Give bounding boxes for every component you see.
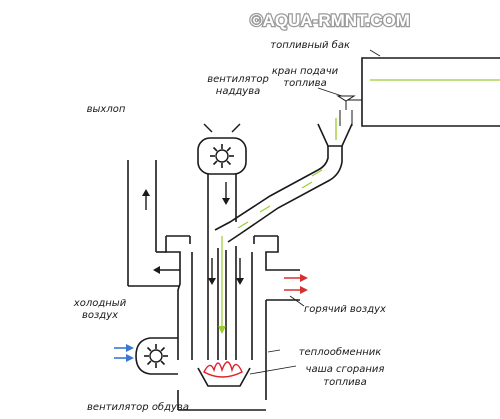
cold-air-label-line2: воздух <box>82 310 118 321</box>
heat-exchanger-label: теплообменник <box>299 346 382 358</box>
boost-fan-label-line1: вентилятор <box>207 74 269 85</box>
fan-icon <box>210 144 234 168</box>
flame-icon <box>203 361 243 378</box>
arrow-icon <box>126 344 134 352</box>
bowl-label-line2: топлива <box>323 377 366 388</box>
hot-air-arrows <box>284 274 308 294</box>
cold-air-arrows <box>114 344 134 362</box>
watermark: ©AQUA-RMNT.COM <box>250 11 410 30</box>
exhaust-label: выхлоп <box>87 104 126 115</box>
hot-air-label: горячий воздух <box>304 304 386 315</box>
leader-lines <box>249 49 381 375</box>
boost-fan <box>197 123 247 175</box>
fuel-tank <box>361 57 500 127</box>
blow-fan-label: вентилятор обдува <box>87 401 189 413</box>
blow-fan <box>135 337 178 375</box>
arrow-icon <box>300 274 308 282</box>
fan-icon <box>144 344 168 368</box>
exhaust-pipe <box>127 160 180 287</box>
fuel-valve-icon <box>336 95 362 126</box>
bowl-label-line1: чаша сгорания <box>306 364 385 375</box>
heat-exchanger <box>165 235 300 411</box>
air-tube <box>207 174 244 360</box>
cold-air-label-line1: холодный <box>73 298 127 309</box>
fuel-valve-label-line1: кран подачи <box>272 66 339 77</box>
combustion-bowl <box>197 361 251 387</box>
fuel-pipe <box>214 146 343 243</box>
boost-fan-label-line2: наддува <box>216 86 260 97</box>
fuel-tank-label: топливный бак <box>270 39 350 51</box>
fuel-valve-label-line2: топлива <box>283 78 326 89</box>
fuel-funnel <box>317 118 353 147</box>
